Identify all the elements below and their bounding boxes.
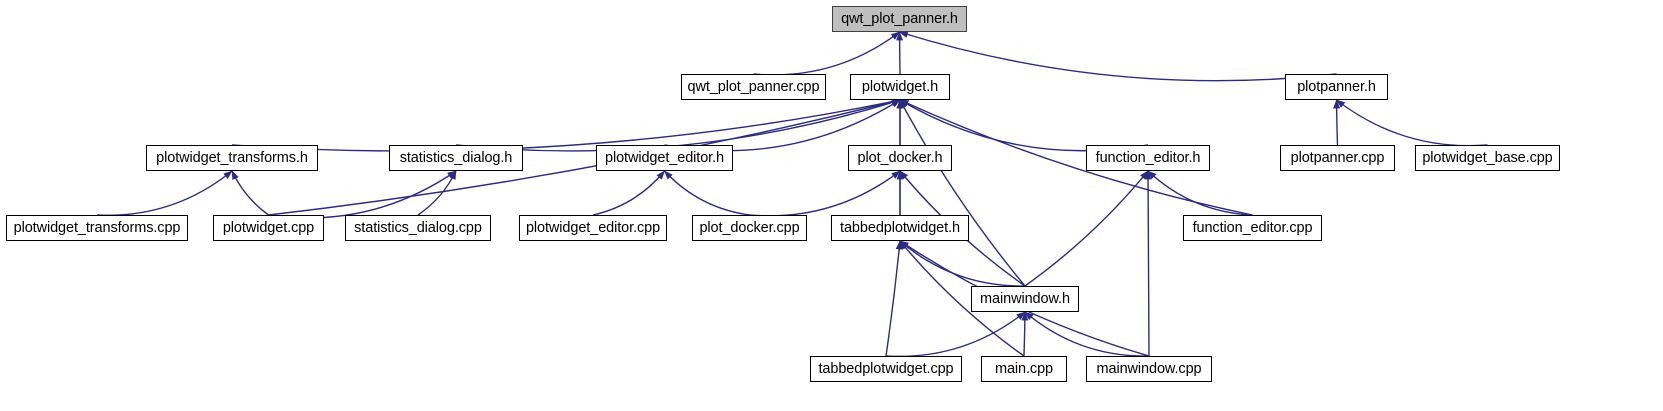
graph-node-function-editor-h[interactable]: function_editor.h [1086,145,1210,171]
graph-node-label: qwt_plot_panner.cpp [687,78,820,95]
graph-edge-qwt-plot-panner-cpp-to-qwt-plot-panner-h [753,31,900,76]
graph-node-plot-docker-cpp[interactable]: plot_docker.cpp [692,215,807,241]
graph-edge-plotwidget-editor-cpp-to-plotwidget-editor-h [592,170,666,216]
graph-node-label: mainwindow.cpp [1096,360,1202,377]
graph-node-label: plotwidget_transforms.cpp [13,219,181,236]
graph-edge-plotwidget-cpp-to-plotwidget-h [268,98,901,216]
graph-node-label: plotwidget.cpp [222,219,315,236]
graph-edge-plot-docker-cpp-to-plot-docker-h [749,170,901,217]
graph-node-label: function_editor.cpp [1192,219,1313,236]
graph-node-qwt-plot-panner-h[interactable]: qwt_plot_panner.h [832,6,967,32]
graph-edge-statistics-dialog-h-to-plotwidget-h [455,99,901,152]
graph-node-label: plotwidget_base.cpp [1422,149,1553,166]
graph-edge-plotwidget-base-cpp-to-plotpanner-h [1336,99,1488,147]
graph-edge-tabbedplotwidget-cpp-to-tabbedplotwidget-h [885,240,903,357]
graph-node-label: plot_docker.h [857,149,943,166]
graph-edge-plotwidget-cpp-to-plotwidget-transforms-h [231,170,269,216]
graph-node-plotpanner-cpp[interactable]: plotpanner.cpp [1280,145,1395,171]
graph-node-label: statistics_dialog.cpp [354,219,482,236]
graph-node-statistics-dialog-cpp[interactable]: statistics_dialog.cpp [345,215,491,241]
graph-edge-plotwidget-transforms-h-to-plotwidget-h [231,98,901,152]
graph-node-plotwidget-base-cpp[interactable]: plotwidget_base.cpp [1415,145,1560,171]
graph-node-qwt-plot-panner-cpp[interactable]: qwt_plot_panner.cpp [681,74,826,100]
graph-node-label: plotwidget.h [861,78,939,95]
graph-edge-plotwidget-h-to-qwt-plot-panner-h [896,31,904,75]
graph-edge-plotpanner-h-to-qwt-plot-panner-h [898,31,1337,82]
graph-node-plotpanner-h[interactable]: plotpanner.h [1285,74,1388,100]
graph-node-function-editor-cpp[interactable]: function_editor.cpp [1183,215,1322,241]
graph-edge-plotpanner-cpp-to-plotpanner-h [1333,99,1341,146]
graph-node-mainwindow-h[interactable]: mainwindow.h [971,286,1079,312]
graph-node-label: mainwindow.h [980,290,1070,307]
graph-node-label: qwt_plot_panner.h [841,10,958,27]
graph-node-statistics-dialog-h[interactable]: statistics_dialog.h [389,145,523,171]
graph-node-label: main.cpp [994,360,1054,377]
graph-node-label: plotwidget_editor.h [604,149,725,166]
graph-edge-plotwidget-transforms-cpp-to-plotwidget-transforms-h [96,170,233,216]
graph-edge-mainwindow-h-to-function-editor-h [1024,170,1149,287]
graph-edge-main-cpp-to-mainwindow-h [1021,311,1029,357]
graph-node-label: tabbedplotwidget.h [840,219,960,236]
graph-node-main-cpp[interactable]: main.cpp [981,356,1067,382]
graph-edge-statistics-dialog-cpp-to-statistics-dialog-h [417,170,457,216]
graph-node-plot-docker-h[interactable]: plot_docker.h [848,145,952,171]
graph-edge-mainwindow-cpp-to-mainwindow-h [1024,311,1150,357]
graph-node-tabbedplotwidget-cpp[interactable]: tabbedplotwidget.cpp [810,356,962,382]
graph-edge-mainwindow-h-to-tabbedplotwidget-h [899,240,1026,287]
graph-node-tabbedplotwidget-h[interactable]: tabbedplotwidget.h [831,215,969,241]
graph-node-plotwidget-editor-cpp[interactable]: plotwidget_editor.cpp [519,215,667,241]
graph-node-label: plotpanner.cpp [1290,149,1385,166]
graph-node-label: plot_docker.cpp [699,219,800,236]
graph-node-label: tabbedplotwidget.cpp [818,360,954,377]
graph-edge-mainwindow-h-to-plotwidget-h [899,99,1026,287]
graph-edge-plot-docker-cpp-to-plotwidget-editor-h [663,170,750,216]
graph-node-label: function_editor.h [1095,149,1201,166]
graph-node-plotwidget-h[interactable]: plotwidget.h [850,74,950,100]
graph-node-plotwidget-cpp[interactable]: plotwidget.cpp [213,215,324,241]
graph-node-label: statistics_dialog.h [399,149,513,166]
graph-edge-tabbedplotwidget-cpp-to-mainwindow-h [885,311,1026,358]
graph-edge-function-editor-cpp-to-function-editor-h [1147,170,1253,216]
graph-edge-function-editor-h-to-plotwidget-h [899,99,1149,152]
graph-edge-plotwidget-cpp-to-statistics-dialog-h [268,170,457,219]
graph-node-label: plotwidget_transforms.h [156,149,308,166]
graph-node-label: plotwidget_editor.cpp [525,219,661,236]
graph-node-plotwidget-editor-h[interactable]: plotwidget_editor.h [596,145,733,171]
graph-node-plotwidget-transforms-h[interactable]: plotwidget_transforms.h [146,145,318,171]
graph-node-mainwindow-cpp[interactable]: mainwindow.cpp [1086,356,1212,382]
graph-node-label: plotpanner.h [1297,78,1376,95]
graph-edge-mainwindow-cpp-to-function-editor-h [1144,170,1152,357]
graph-edge-plotwidget-editor-h-to-plotwidget-h [664,99,901,152]
graph-node-plotwidget-transforms-cpp[interactable]: plotwidget_transforms.cpp [6,215,188,241]
